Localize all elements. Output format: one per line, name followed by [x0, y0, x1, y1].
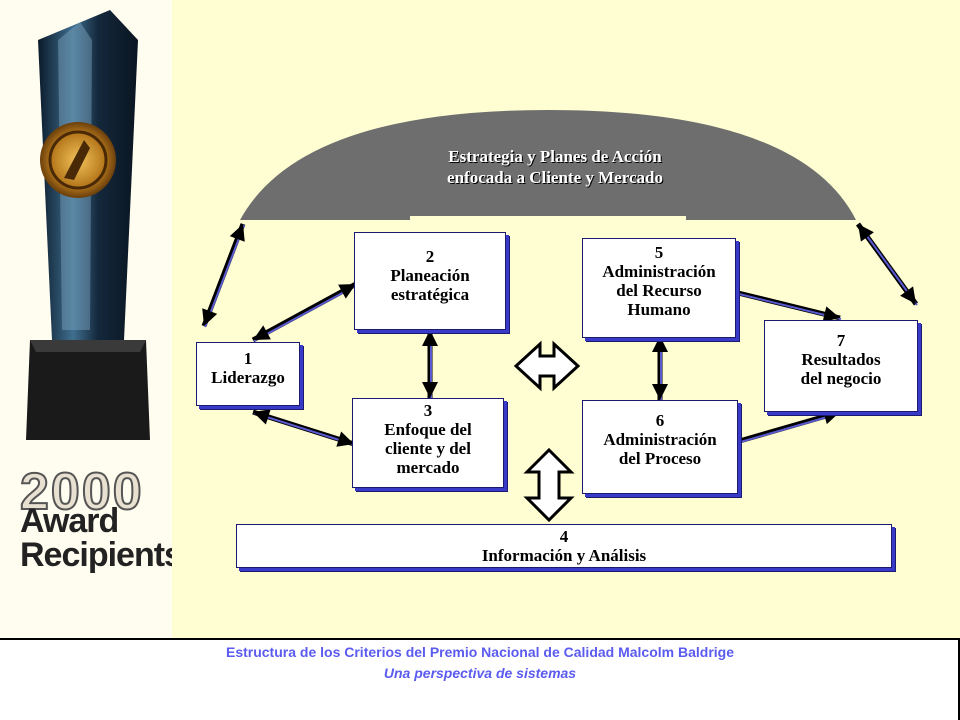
box-recurso-humano: 5 Administración del Recurso Humano: [582, 238, 736, 338]
box-label: Resultados: [801, 350, 881, 369]
box-enfoque-cliente: 3 Enfoque del cliente y del mercado: [352, 398, 504, 488]
box-label: del Recurso: [616, 281, 702, 300]
box-number: 7: [836, 331, 846, 350]
connector-arrows: [201, 222, 919, 447]
box-label: del negocio: [800, 369, 882, 388]
box-informacion: 4 Información y Análisis: [236, 524, 892, 568]
box-label: Enfoque del: [384, 420, 472, 439]
strategy-dome: [240, 110, 856, 220]
box-label: del Proceso: [618, 449, 702, 468]
box-liderazgo: 1 Liderazgo: [196, 342, 300, 406]
box-number: 2: [425, 247, 435, 266]
award-panel: 2000 Award Recipients: [0, 0, 183, 640]
arrow-proceso-resultados: [735, 408, 842, 445]
double-arrow-horizontal: [513, 340, 581, 392]
arrow-dome-right: [855, 222, 919, 306]
box-number: 5: [654, 243, 664, 262]
arrow-dome-left: [201, 223, 246, 328]
award-year: 2000: [19, 462, 144, 522]
box-label: Liderazgo: [211, 368, 285, 387]
box-label: Información y Análisis: [481, 546, 647, 565]
box-label: cliente y del: [385, 439, 471, 458]
footer-title: Estructura de los Criterios del Premio N…: [225, 644, 735, 660]
arrow-liderazgo-enfoque: [252, 409, 356, 447]
dome-line2: enfocada a Cliente y Mercado: [447, 168, 663, 187]
arrow-rh-proceso: [652, 336, 668, 401]
award-line1: Award: [20, 502, 119, 540]
box-label: estratégica: [390, 285, 470, 304]
double-arrow-vertical: [523, 447, 575, 523]
arrow-liderazgo-planeacion: [251, 281, 358, 343]
box-label: Planeación: [390, 266, 470, 285]
box-number: 1: [243, 349, 253, 368]
box-number: 6: [655, 411, 665, 430]
box-proceso: 6 Administración del Proceso: [582, 400, 738, 494]
box-label: mercado: [396, 458, 460, 477]
box-label: Humano: [627, 300, 691, 319]
trophy-image: [26, 10, 150, 440]
footer-subtitle: Una perspectiva de sistemas: [383, 665, 577, 681]
box-resultados: 7 Resultados del negocio: [764, 320, 918, 412]
box-label: Administración: [603, 430, 717, 449]
dome-title: Estrategia y Planes de Acción enfocada a…: [340, 146, 770, 188]
box-number: 3: [423, 401, 433, 420]
arrow-rh-resultados: [733, 289, 842, 322]
arrow-planeacion-enfoque: [422, 330, 438, 399]
box-label: Administración: [602, 262, 716, 281]
footer-panel: [0, 638, 960, 720]
award-line2: Recipients: [20, 536, 183, 574]
box-number: 4: [559, 527, 569, 546]
box-planeacion: 2 Planeación estratégica: [354, 232, 506, 330]
dome-line1: Estrategia y Planes de Acción: [448, 147, 662, 166]
